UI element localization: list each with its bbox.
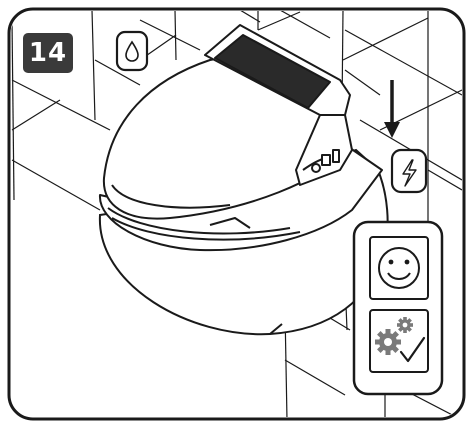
water-drop-icon: [117, 32, 147, 70]
gears-checkmark-icon: [370, 310, 428, 372]
step-number-badge: 14: [23, 33, 73, 73]
smiley-face-icon: [370, 237, 428, 299]
lightning-bolt-icon: [392, 150, 426, 192]
status-panel: [354, 222, 442, 394]
